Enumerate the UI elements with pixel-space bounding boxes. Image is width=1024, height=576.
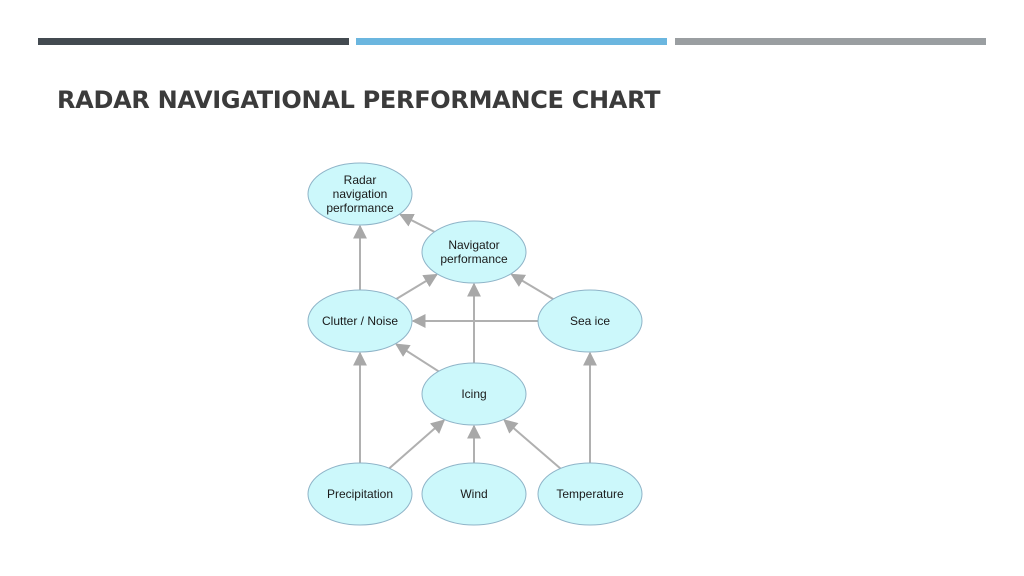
node-seaice-shape: [537, 289, 643, 353]
nodes-layer: RadarnavigationperformanceNavigatorperfo…: [307, 162, 643, 526]
node-precip: Precipitation: [307, 462, 413, 526]
edges-layer: [353, 213, 597, 470]
node-navigator-label-1: performance: [440, 252, 508, 266]
node-seaice-label-0: Sea ice: [570, 314, 610, 328]
node-wind: Wind: [421, 462, 527, 526]
edge-temp-to-icing: [503, 419, 562, 470]
node-seaice: Sea ice: [537, 289, 643, 353]
node-radar-shape: [307, 162, 413, 226]
node-icing-label-0: Icing: [461, 387, 486, 401]
node-temp-shape: [537, 462, 643, 526]
node-precip-shape: [307, 462, 413, 526]
edge-clutter-to-navigator: [395, 273, 438, 300]
node-temp: Temperature: [537, 462, 643, 526]
accent-bar-dark: [38, 38, 349, 45]
edge-navigator-to-radar: [399, 213, 435, 233]
node-precip-label-0: Precipitation: [327, 487, 393, 501]
slide-title: RADAR NAVIGATIONAL PERFORMANCE CHART: [57, 86, 661, 114]
edge-icing-to-clutter: [395, 343, 440, 373]
node-navigator-shape: [421, 220, 527, 284]
node-wind-shape: [421, 462, 527, 526]
node-temp-label-0: Temperature: [556, 487, 624, 501]
node-radar-label-1: navigation: [333, 187, 388, 201]
node-icing: Icing: [421, 362, 527, 426]
node-wind-label-0: Wind: [460, 487, 487, 501]
node-icing-shape: [421, 362, 527, 426]
node-clutter-shape: [307, 289, 413, 353]
edge-seaice-to-navigator: [510, 273, 554, 300]
node-navigator-label-0: Navigator: [448, 238, 499, 252]
accent-bar-blue: [356, 38, 667, 45]
accent-bar-gray: [675, 38, 986, 45]
node-radar-label-2: performance: [326, 201, 394, 215]
node-radar-label-0: Radar: [344, 173, 377, 187]
node-clutter: Clutter / Noise: [307, 289, 413, 353]
node-clutter-label-0: Clutter / Noise: [322, 314, 398, 328]
edge-precip-to-icing: [388, 419, 446, 470]
